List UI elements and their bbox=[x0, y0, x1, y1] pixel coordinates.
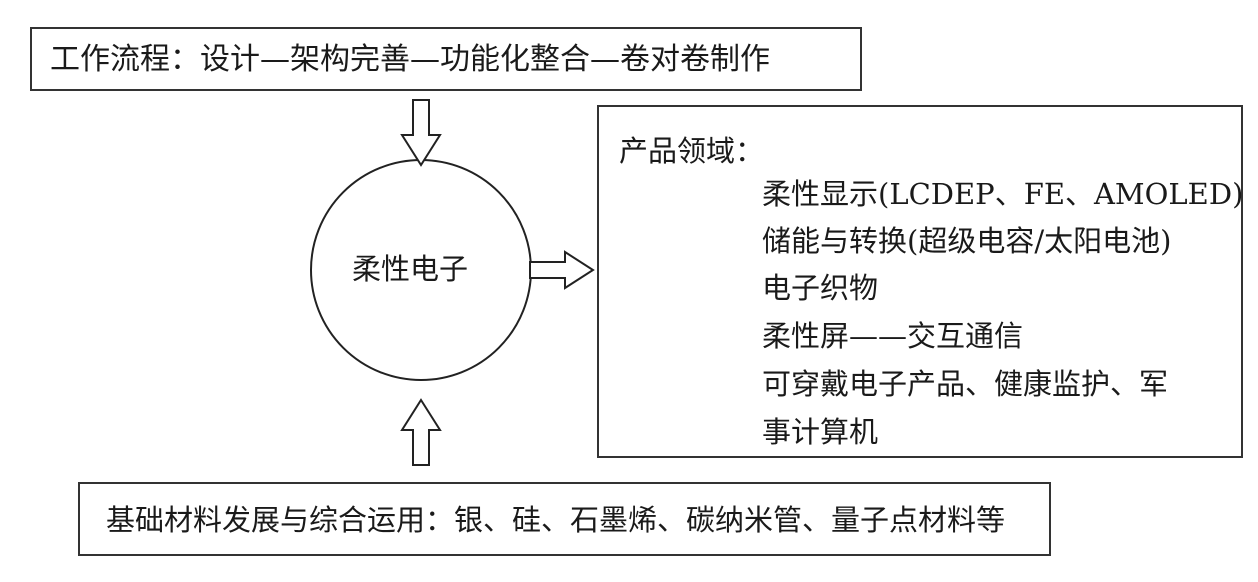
materials-text: 基础材料发展与综合运用：银、硅、石墨烯、碳纳米管、量子点材料等 bbox=[106, 503, 1006, 537]
up-arrow-icon bbox=[400, 398, 442, 466]
center-label: 柔性电子 bbox=[352, 252, 469, 286]
right-arrow-icon bbox=[529, 250, 595, 290]
down-arrow-icon bbox=[400, 99, 442, 167]
products-box: 产品领域： 柔性显示(LCDEP、FE、AMOLED) 储能与转换(超级电容/太… bbox=[597, 105, 1243, 458]
products-title: 产品领域： bbox=[619, 134, 765, 168]
workflow-text: 工作流程：设计—架构完善—功能化整合—卷对卷制作 bbox=[50, 42, 770, 77]
product-item: 可穿戴电子产品、健康监护、军 bbox=[762, 367, 1169, 401]
product-item: 柔性屏——交互通信 bbox=[762, 319, 1024, 353]
materials-box: 基础材料发展与综合运用：银、硅、石墨烯、碳纳米管、量子点材料等 bbox=[78, 482, 1051, 556]
product-item: 事计算机 bbox=[762, 415, 879, 449]
product-item: 柔性显示(LCDEP、FE、AMOLED) bbox=[762, 177, 1244, 211]
product-item: 电子织物 bbox=[762, 271, 879, 305]
product-item: 储能与转换(超级电容/太阳电池) bbox=[762, 224, 1172, 258]
workflow-box: 工作流程：设计—架构完善—功能化整合—卷对卷制作 bbox=[30, 27, 862, 91]
